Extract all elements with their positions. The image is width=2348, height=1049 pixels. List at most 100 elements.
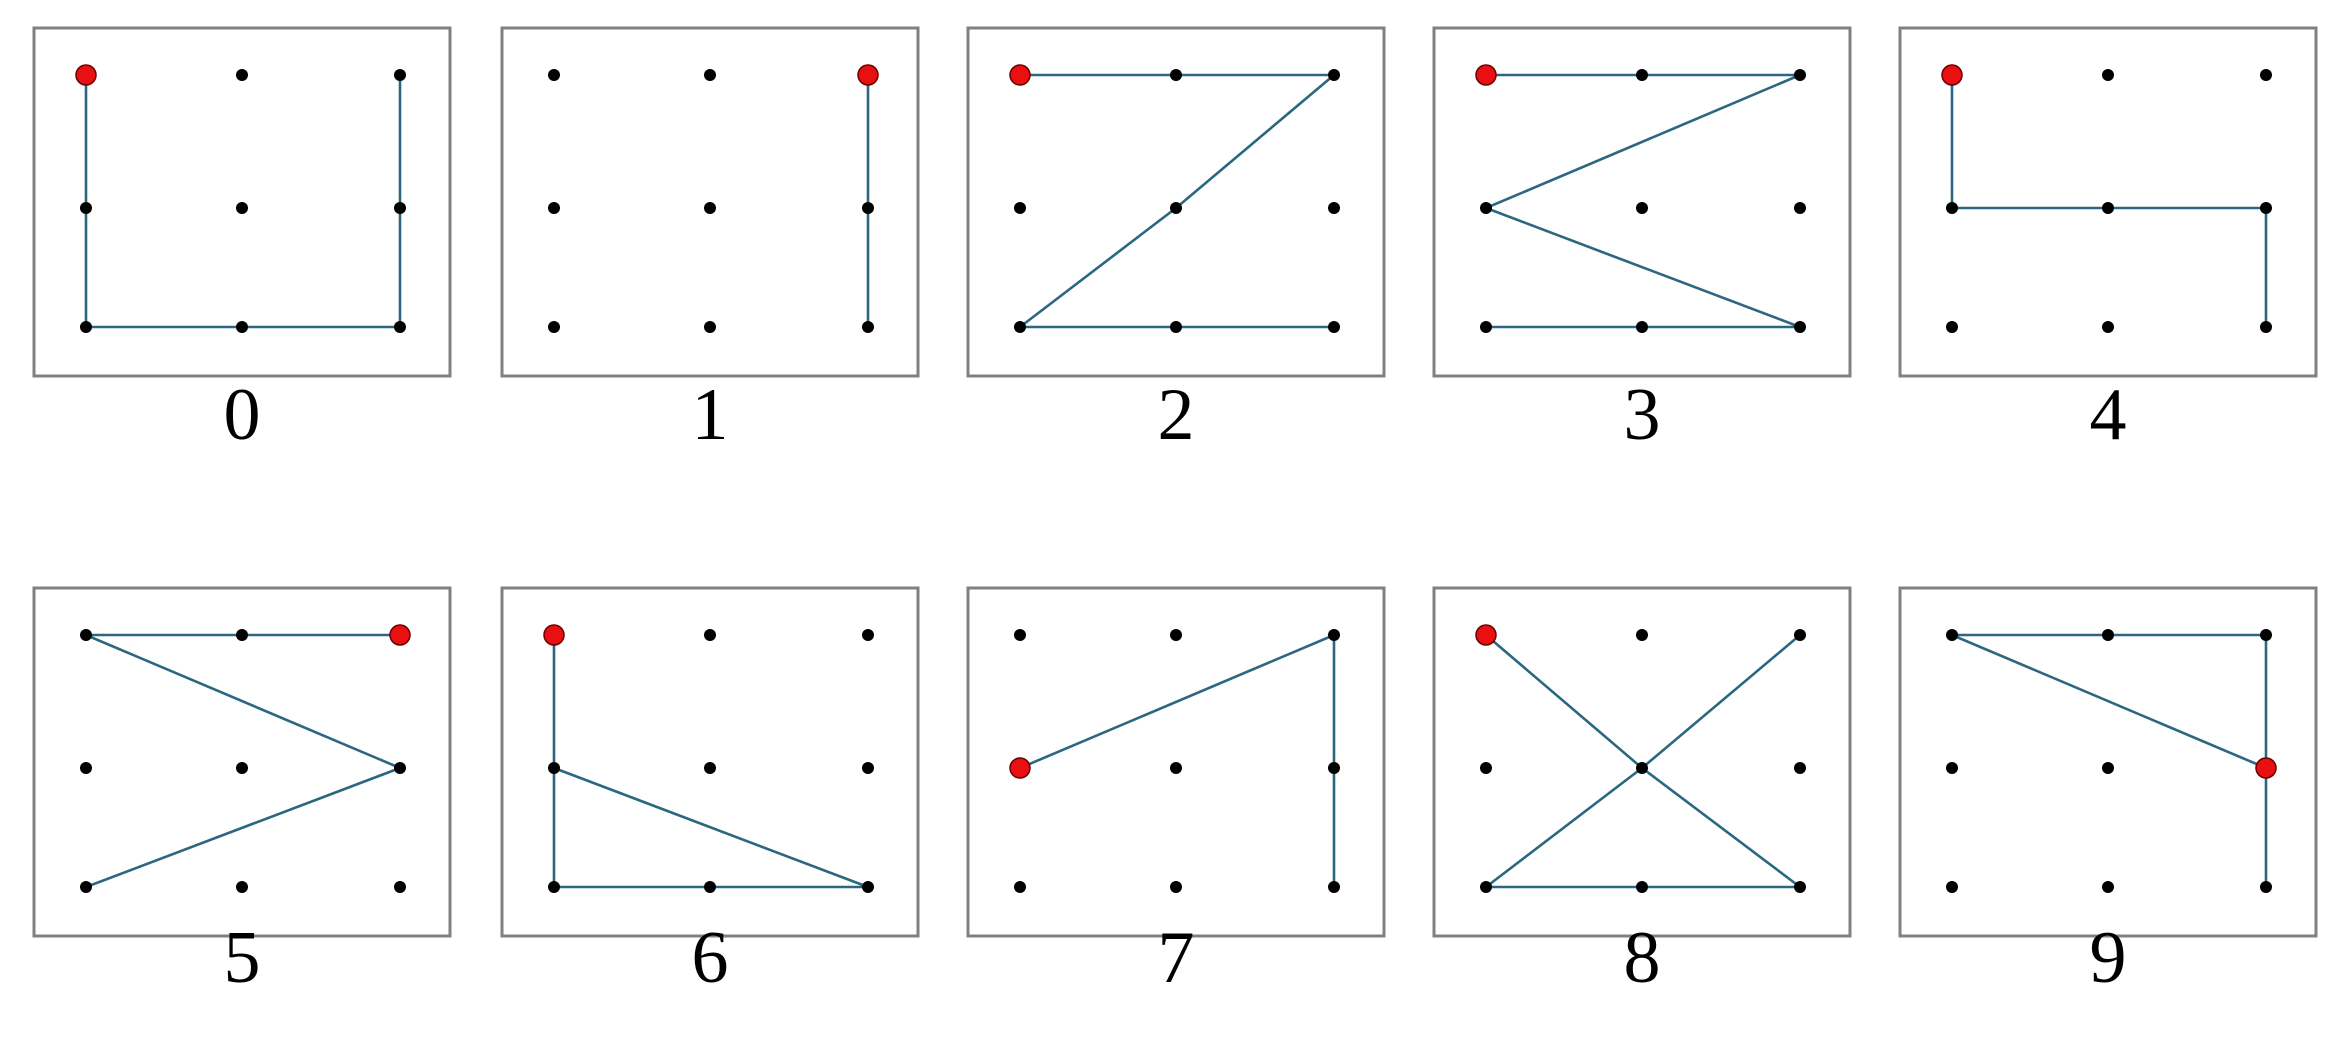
grid-dot <box>548 881 560 893</box>
grid-dot <box>80 321 92 333</box>
grid-dot <box>1946 762 1958 774</box>
grid-dot <box>548 321 560 333</box>
digit-label-9: 9 <box>2089 917 2127 999</box>
start-point-dot <box>1475 624 1497 646</box>
digit-panel-8 <box>1432 586 1852 938</box>
grid-dot <box>1794 762 1806 774</box>
grid-dot <box>2260 202 2272 214</box>
grid-dot <box>1636 881 1648 893</box>
grid-dot <box>1636 69 1648 81</box>
grid-dot <box>1480 762 1492 774</box>
digit-label-8: 8 <box>1623 917 1661 999</box>
start-point-dot <box>1941 64 1963 86</box>
start-point-dot <box>75 64 97 86</box>
grid-dot <box>236 762 248 774</box>
digit-panel-5 <box>32 586 452 938</box>
grid-dot <box>1946 881 1958 893</box>
digit-label-5: 5 <box>223 917 261 999</box>
digit-label-0: 0 <box>223 374 261 456</box>
stroke-path <box>1950 633 2268 889</box>
grid-dot <box>704 629 716 641</box>
stroke-path <box>552 633 870 889</box>
digit-panel-2 <box>966 26 1386 378</box>
grid-dot <box>704 69 716 81</box>
grid-dot <box>80 881 92 893</box>
grid-dot <box>1014 202 1026 214</box>
grid-dot <box>862 321 874 333</box>
grid-dot <box>2102 321 2114 333</box>
grid-dot <box>548 762 560 774</box>
grid-dot <box>1480 881 1492 893</box>
grid-dot <box>1480 202 1492 214</box>
grid-dot <box>394 762 406 774</box>
grid-dot <box>1170 881 1182 893</box>
digit-panel-1 <box>500 26 920 378</box>
grid-dot <box>1946 202 1958 214</box>
start-point-dot <box>1475 64 1497 86</box>
grid-dot <box>2102 69 2114 81</box>
grid-dot <box>2260 69 2272 81</box>
grid-dot <box>1014 321 1026 333</box>
grid-dot <box>1794 202 1806 214</box>
start-point-dot <box>543 624 565 646</box>
grid-dot <box>394 202 406 214</box>
digit-label-7: 7 <box>1157 917 1195 999</box>
grid-dot <box>236 629 248 641</box>
grid-dot <box>862 881 874 893</box>
grid-dot <box>1014 629 1026 641</box>
grid-dot <box>80 629 92 641</box>
start-point-dot <box>2255 757 2277 779</box>
grid-dot <box>704 321 716 333</box>
grid-dot <box>1946 321 1958 333</box>
grid-dot <box>1170 762 1182 774</box>
grid-dot <box>1170 321 1182 333</box>
grid-dot <box>1170 202 1182 214</box>
digit-panel-4 <box>1898 26 2318 378</box>
grid-dot <box>1170 69 1182 81</box>
grid-dot <box>2102 881 2114 893</box>
digit-label-4: 4 <box>2089 374 2127 456</box>
grid-dot <box>1794 629 1806 641</box>
grid-dot <box>1636 629 1648 641</box>
grid-dot <box>1170 629 1182 641</box>
grid-dot <box>394 69 406 81</box>
stroke-path <box>1018 633 1336 889</box>
grid-dot <box>80 762 92 774</box>
grid-dot <box>1480 321 1492 333</box>
grid-dot <box>1636 321 1648 333</box>
grid-dot <box>2102 629 2114 641</box>
start-point-dot <box>857 64 879 86</box>
grid-dot <box>1328 321 1340 333</box>
grid-dot <box>1328 881 1340 893</box>
grid-dot <box>548 69 560 81</box>
grid-dot <box>2102 202 2114 214</box>
grid-dot <box>1014 881 1026 893</box>
grid-dot <box>1328 762 1340 774</box>
grid-dot <box>1328 69 1340 81</box>
digit-panel-9 <box>1898 586 2318 938</box>
grid-dot <box>236 202 248 214</box>
start-point-dot <box>1009 64 1031 86</box>
digit-panel-0 <box>32 26 452 378</box>
digit-panel-3 <box>1432 26 1852 378</box>
grid-dot <box>1636 762 1648 774</box>
grid-dot <box>704 881 716 893</box>
grid-dot <box>236 321 248 333</box>
grid-dot <box>2260 881 2272 893</box>
grid-dot <box>1946 629 1958 641</box>
digit-label-3: 3 <box>1623 374 1661 456</box>
grid-dot <box>394 321 406 333</box>
grid-dot <box>236 69 248 81</box>
digit-label-1: 1 <box>691 374 729 456</box>
grid-dot <box>862 629 874 641</box>
grid-dot <box>548 202 560 214</box>
grid-dot <box>1328 202 1340 214</box>
panel-frame <box>1432 586 1852 938</box>
grid-dot <box>704 202 716 214</box>
digit-label-2: 2 <box>1157 374 1195 456</box>
grid-dot <box>2102 762 2114 774</box>
grid-dot <box>1794 321 1806 333</box>
grid-dot <box>862 202 874 214</box>
